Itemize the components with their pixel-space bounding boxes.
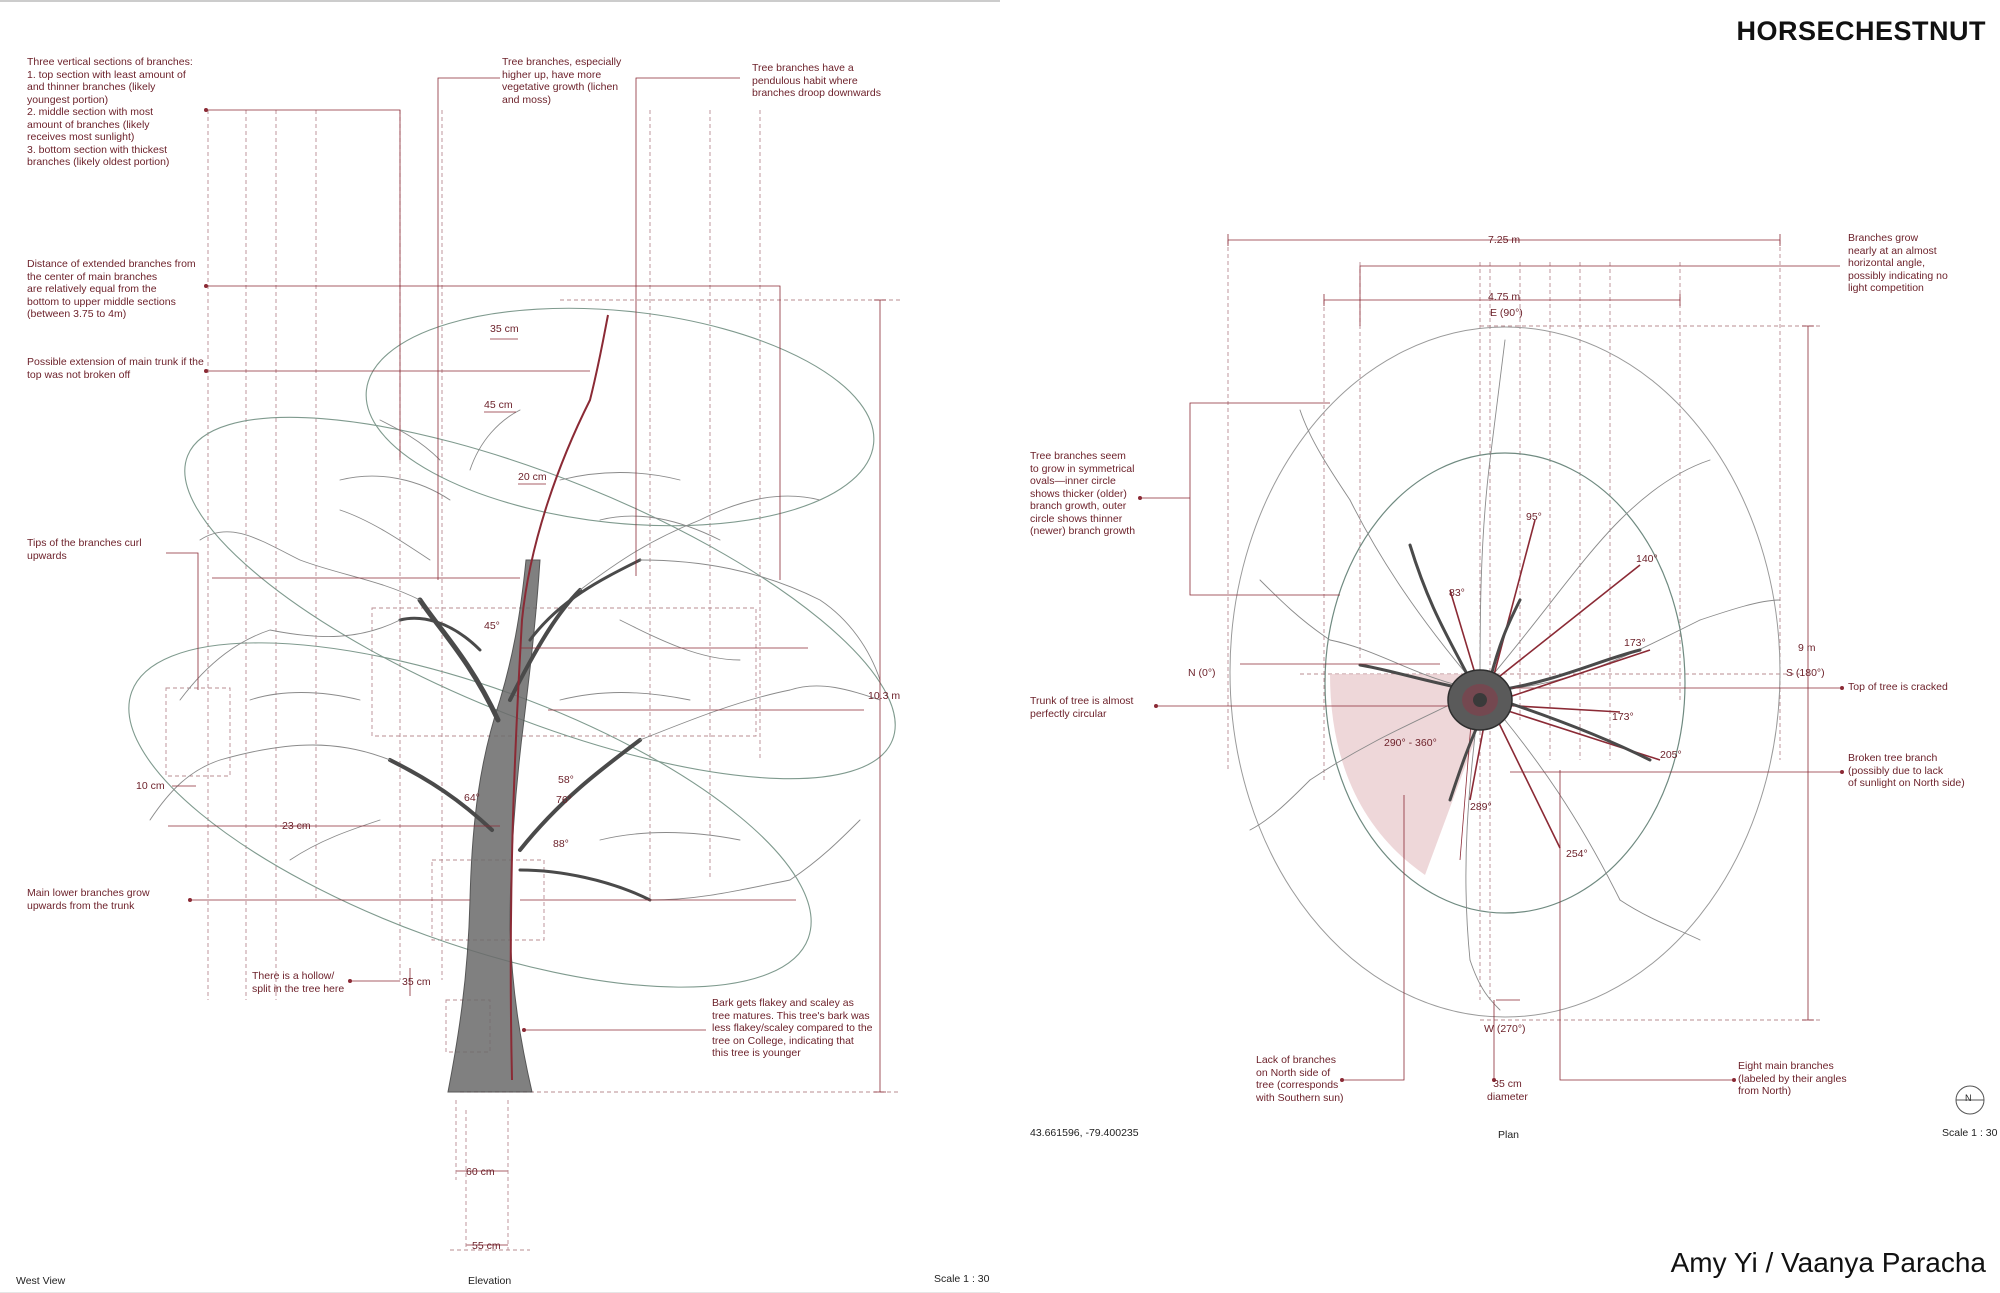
- plan-title: Plan: [1498, 1129, 1520, 1141]
- dim-7-25m: 7.25 m: [1488, 234, 1521, 246]
- lower-branches-note: Main lower branches grow upwards from th…: [27, 887, 150, 912]
- dim-4-75m: 4.75 m: [1488, 291, 1521, 303]
- angle-140: 140°: [1636, 553, 1658, 565]
- angle-76: 76°: [556, 794, 572, 806]
- authors: Amy Yi / Vaanya Paracha: [1670, 1247, 1986, 1278]
- lack-branches-note: Lack of branches on North side of tree (…: [1256, 1054, 1344, 1104]
- dim-55cm: 55 cm: [472, 1240, 501, 1252]
- angle-173-upper: 173°: [1624, 637, 1646, 649]
- elevation-title: Elevation: [468, 1275, 512, 1287]
- elevation-view-label: West View: [16, 1275, 66, 1287]
- elevation-scale: Scale 1 : 30: [934, 1273, 990, 1285]
- elevation-leaders: [166, 77, 864, 1032]
- plan-circles: [1229, 326, 1781, 1018]
- diameter-note: 35 cm diameter: [1487, 1078, 1528, 1103]
- tips-curl-note: Tips of the branches curl upwards: [27, 537, 142, 562]
- distance-branches-note: Distance of extended branches from the c…: [27, 258, 196, 320]
- extension-trunk-note: Possible extension of main trunk if the …: [27, 356, 204, 381]
- symmetrical-ovals-note: Tree branches seem to grow in symmetrica…: [1030, 450, 1136, 537]
- compass-east: E (90°): [1490, 307, 1523, 319]
- broken-branch-note: Broken tree branch (possibly due to lack…: [1848, 752, 1965, 789]
- sheet-title: HORSECHESTNUT: [1736, 16, 1986, 46]
- bark-note: Bark gets flakey and scaley as tree matu…: [712, 997, 873, 1059]
- plan-guides: [1227, 240, 1820, 1021]
- dim-9m: 9 m: [1798, 642, 1816, 654]
- dim-10cm: 10 cm: [136, 780, 165, 792]
- horizontal-growth-note: Branches grow nearly at an almost horizo…: [1848, 232, 1948, 294]
- plan-scale: Scale 1 : 30: [1942, 1127, 1998, 1139]
- top-cracked-note: Top of tree is cracked: [1848, 681, 1948, 693]
- plan-leaders: [1138, 234, 1844, 1082]
- angle-289: 289°: [1470, 801, 1492, 813]
- pendulous-note: Tree branches have a pendulous habit whe…: [752, 62, 881, 99]
- vegetative-note: Tree branches, especially higher up, hav…: [502, 56, 622, 106]
- north-sector-label: 290° - 360°: [1384, 737, 1437, 749]
- angle-83: 83°: [1449, 587, 1465, 599]
- trunk-circular-note: Trunk of tree is almost perfectly circul…: [1030, 695, 1134, 720]
- dim-35cm-top: 35 cm: [490, 323, 519, 335]
- dim-20cm: 20 cm: [518, 471, 547, 483]
- angle-95: 95°: [1526, 511, 1542, 523]
- three-sections-note: Three vertical sections of branches: 1. …: [27, 56, 193, 168]
- plan-tree: [1249, 339, 1781, 1011]
- dim-23cm: 23 cm: [282, 820, 311, 832]
- angle-45: 45°: [484, 620, 500, 632]
- dim-60cm: 60 cm: [466, 1166, 495, 1178]
- angle-173-lower: 173°: [1612, 711, 1634, 723]
- angle-254: 254°: [1566, 848, 1588, 860]
- angle-58: 58°: [558, 774, 574, 786]
- eight-branches-note: Eight main branches (labeled by their an…: [1738, 1060, 1847, 1097]
- elevation-dimension-lines: [172, 299, 886, 1250]
- angle-64: 64°: [464, 792, 480, 804]
- hollow-note: There is a hollow/ split in the tree her…: [252, 970, 345, 995]
- compass-rose: [1955, 1085, 1985, 1115]
- compass-north: N (0°): [1188, 667, 1216, 679]
- angle-88: 88°: [553, 838, 569, 850]
- dim-45cm: 45 cm: [484, 399, 513, 411]
- compass-north-letter: N: [1965, 1093, 1972, 1103]
- compass-west: W (270°): [1484, 1023, 1526, 1035]
- dim-height-10-3m: 10.3 m: [868, 690, 901, 702]
- dim-35cm-hollow: 35 cm: [402, 976, 431, 988]
- plan-coordinates: 43.661596, -79.400235: [1030, 1127, 1139, 1139]
- angle-205: 205°: [1660, 749, 1682, 761]
- elevation-guides: [165, 110, 900, 1251]
- compass-south: S (180°): [1786, 667, 1825, 679]
